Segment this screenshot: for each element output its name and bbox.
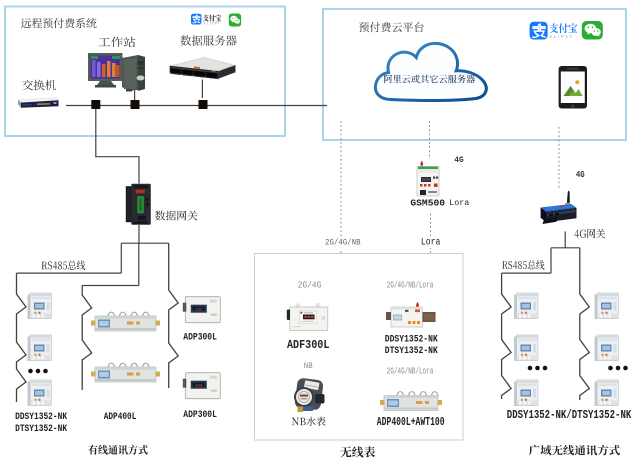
svg-text:Lora: Lora bbox=[449, 199, 469, 208]
svg-text:DTSY1352-NK: DTSY1352-NK bbox=[385, 345, 439, 357]
svg-text:DDSY1352-NK: DDSY1352-NK bbox=[385, 333, 439, 345]
svg-text:ADP300L: ADP300L bbox=[183, 409, 217, 421]
svg-text:2G/4G: 2G/4G bbox=[298, 280, 322, 290]
svg-text:2G/4G/NB: 2G/4G/NB bbox=[325, 238, 361, 247]
svg-text:DDSY1352-NK/DTSY1352-NK: DDSY1352-NK/DTSY1352-NK bbox=[507, 408, 632, 422]
svg-text:DTSY1352-NK: DTSY1352-NK bbox=[15, 423, 68, 435]
svg-text:2G/4G/NB/Lora: 2G/4G/NB/Lora bbox=[387, 280, 434, 290]
svg-text:Lora: Lora bbox=[421, 237, 441, 249]
svg-text:ALIPAY: ALIPAY bbox=[204, 22, 221, 26]
svg-text:888: 888 bbox=[195, 309, 203, 313]
svg-text:2G/4G/NB/Lora: 2G/4G/NB/Lora bbox=[387, 366, 434, 376]
svg-text:4G: 4G bbox=[454, 156, 463, 165]
svg-text:ADP300L: ADP300L bbox=[183, 331, 217, 343]
svg-text:NB: NB bbox=[304, 362, 313, 371]
svg-text:ADP400L+AWT100: ADP400L+AWT100 bbox=[377, 415, 445, 429]
svg-text:ALIPAY: ALIPAY bbox=[550, 34, 574, 39]
svg-text:DDSY1352-NK: DDSY1352-NK bbox=[15, 411, 68, 423]
svg-text:GSM500: GSM500 bbox=[410, 198, 445, 209]
svg-text:ADF300L: ADF300L bbox=[287, 338, 329, 352]
svg-text:4G: 4G bbox=[576, 169, 585, 180]
svg-text:888: 888 bbox=[195, 385, 203, 389]
svg-text:ADP400L: ADP400L bbox=[104, 412, 137, 423]
